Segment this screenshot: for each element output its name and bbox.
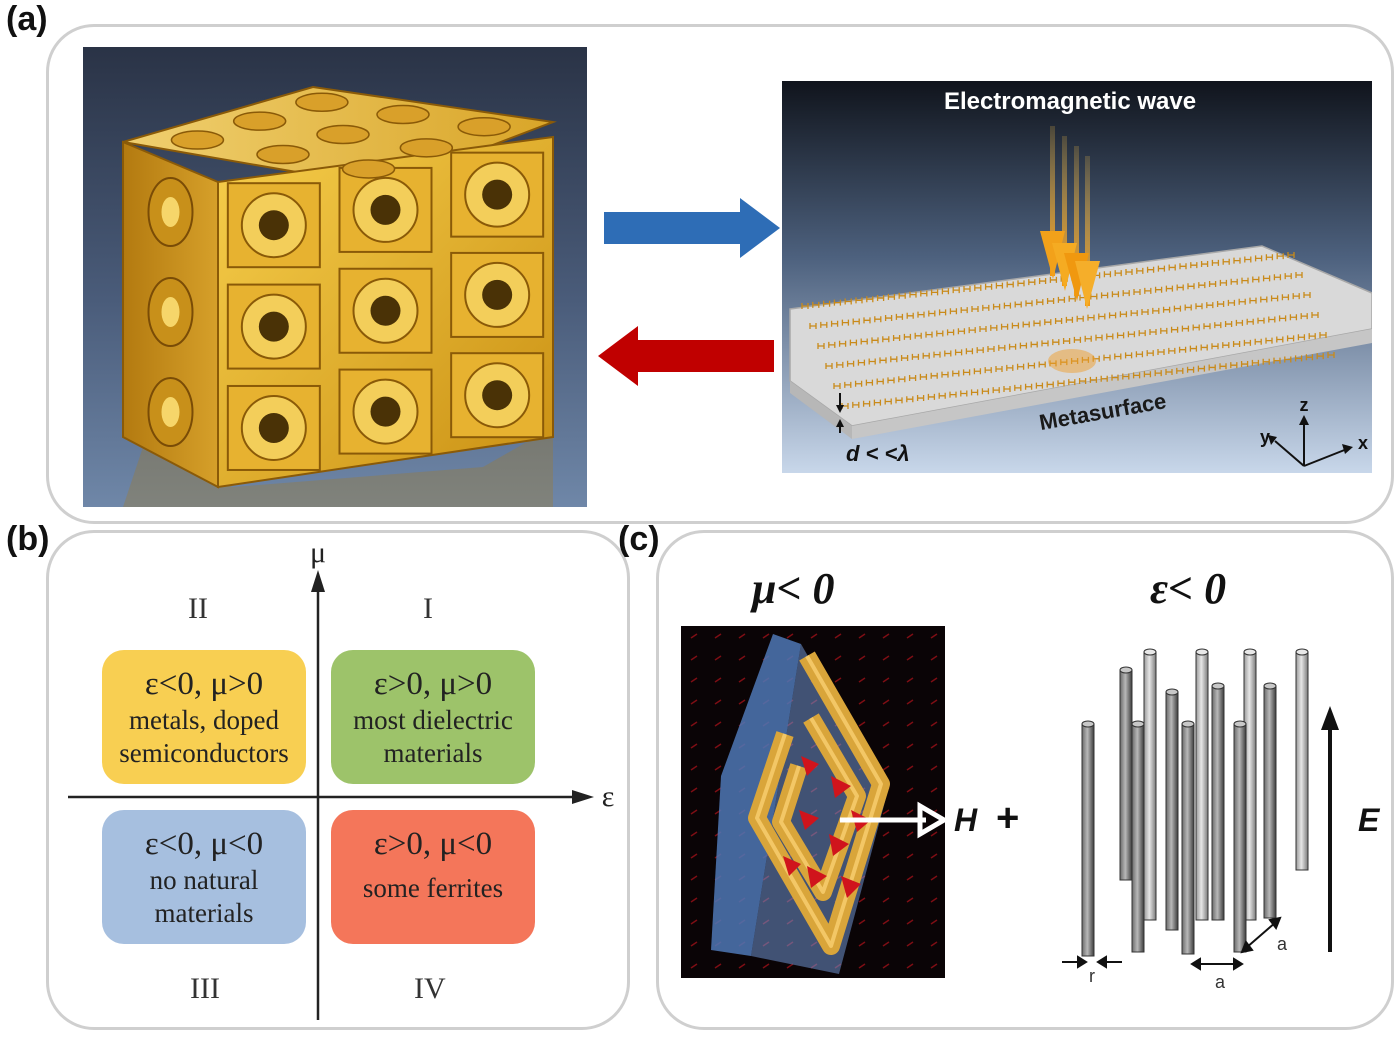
wire-rods [1081,648,1309,957]
wire-rod [1243,648,1257,921]
axis-y-label: y [1260,427,1270,447]
cube-cell [338,368,433,455]
backward-arrow [598,326,774,386]
panel-a-label: (a) [6,0,48,38]
resonator-row [833,331,1327,389]
resonator-row [817,291,1311,349]
wire-rod [1131,720,1145,953]
epsilon-mu-axes: μ ε [68,536,615,1020]
quadrant-III-desc-2: materials [154,898,254,928]
cube-cell [338,267,433,354]
cube-side-cell [147,277,194,347]
coordinate-axes [1274,421,1348,467]
wire-rod [1143,648,1157,921]
split-ring-resonator-image [681,626,945,978]
cube-side-cell [147,177,194,247]
wire-array-image: r a a [1062,648,1309,992]
metasurface-image: Electromagnetic wave Metasurface d < <λ … [782,81,1372,473]
wire-rod [1119,666,1133,881]
resonator-row [809,271,1303,329]
quadrant-IV-box: ε>0, μ<0 some ferrites [331,810,535,944]
metamaterial-cube-image [83,47,587,507]
conversion-arrows [598,198,780,386]
epsilon-axis-label: ε [602,780,615,813]
quadrant-II-box: ε<0, μ>0 metals, doped semiconductors [102,650,306,784]
cube-top-cell [376,104,430,125]
wire-rod [1195,648,1209,921]
cube-top-cell [256,144,310,165]
quadrant-IV-desc-1: some ferrites [362,873,504,903]
h-field-arrow [840,801,949,839]
cube-top-cell [316,124,370,145]
metasurface-resonator-rows [801,251,1335,409]
wire-rod [1263,682,1277,919]
quadrant-I-box: ε>0, μ>0 most dielectric materials [331,650,535,784]
quadrant-III-desc-1: no natural [149,865,259,895]
epsilon-negative-title: ε< 0 [1150,564,1227,613]
cube-cell [226,283,321,370]
quadrant-I-desc-2: materials [383,738,483,768]
wire-rod [1165,688,1179,931]
resonator-row [825,311,1319,369]
e-field-arrow [1321,706,1339,952]
cube-top-cell [170,130,225,150]
quadrant-III-box: ε<0, μ<0 no natural materials [102,810,306,944]
axis-x-label: x [1358,433,1368,453]
cube-top-cell [457,116,511,137]
panel-b-label: (b) [6,520,50,558]
quadrant-II-label: II [188,592,208,625]
wire-rod [1211,682,1225,921]
spacing-label-bottom: a [1215,972,1226,992]
spacing-label-diagonal: a [1277,934,1288,954]
cube-cell [450,151,545,238]
quadrant-I-relation: ε>0, μ>0 [373,666,493,702]
panel-c-label: (c) [618,520,660,558]
e-field-label: E [1358,802,1380,838]
cube-top-cell [295,92,349,113]
wire-rod [1081,720,1095,957]
forward-arrow [604,198,780,258]
electromagnetic-wave-title: Electromagnetic wave [944,88,1196,115]
radius-label: r [1089,966,1095,986]
quadrant-III-label: III [190,972,220,1005]
thickness-label: d < <λ [846,441,910,466]
quadrant-II-desc-2: semiconductors [119,738,289,768]
wire-rod [1233,720,1247,953]
axis-z-label: z [1300,395,1309,415]
cube-side-cell [147,377,194,447]
wire-rod [1181,720,1195,955]
quadrant-III-relation: ε<0, μ<0 [144,826,264,862]
cube-top-cell [341,159,396,179]
cube-cell [226,182,321,269]
quadrant-I-label: I [423,592,433,625]
wire-rod [1295,648,1309,871]
cube-cell [450,352,545,439]
quadrant-IV-label: IV [414,972,446,1005]
cube-cell [338,166,433,253]
quadrant-I-desc-1: most dielectric [353,705,513,735]
mu-negative-title: μ< 0 [752,564,835,613]
mu-axis-label: μ [310,536,326,569]
quadrant-II-relation: ε<0, μ>0 [144,666,264,702]
cube-cell [226,384,321,471]
plus-sign: + [996,796,1020,840]
cube-top-cell [399,138,454,158]
quadrant-II-desc-1: metals, doped [129,705,279,735]
cube-cell [450,251,545,338]
cube-top-cell [232,111,287,131]
resonator-row [841,351,1335,409]
h-field-label: H [954,802,978,838]
cube-unit-cells [147,92,545,471]
quadrant-IV-relation: ε>0, μ<0 [373,826,493,862]
